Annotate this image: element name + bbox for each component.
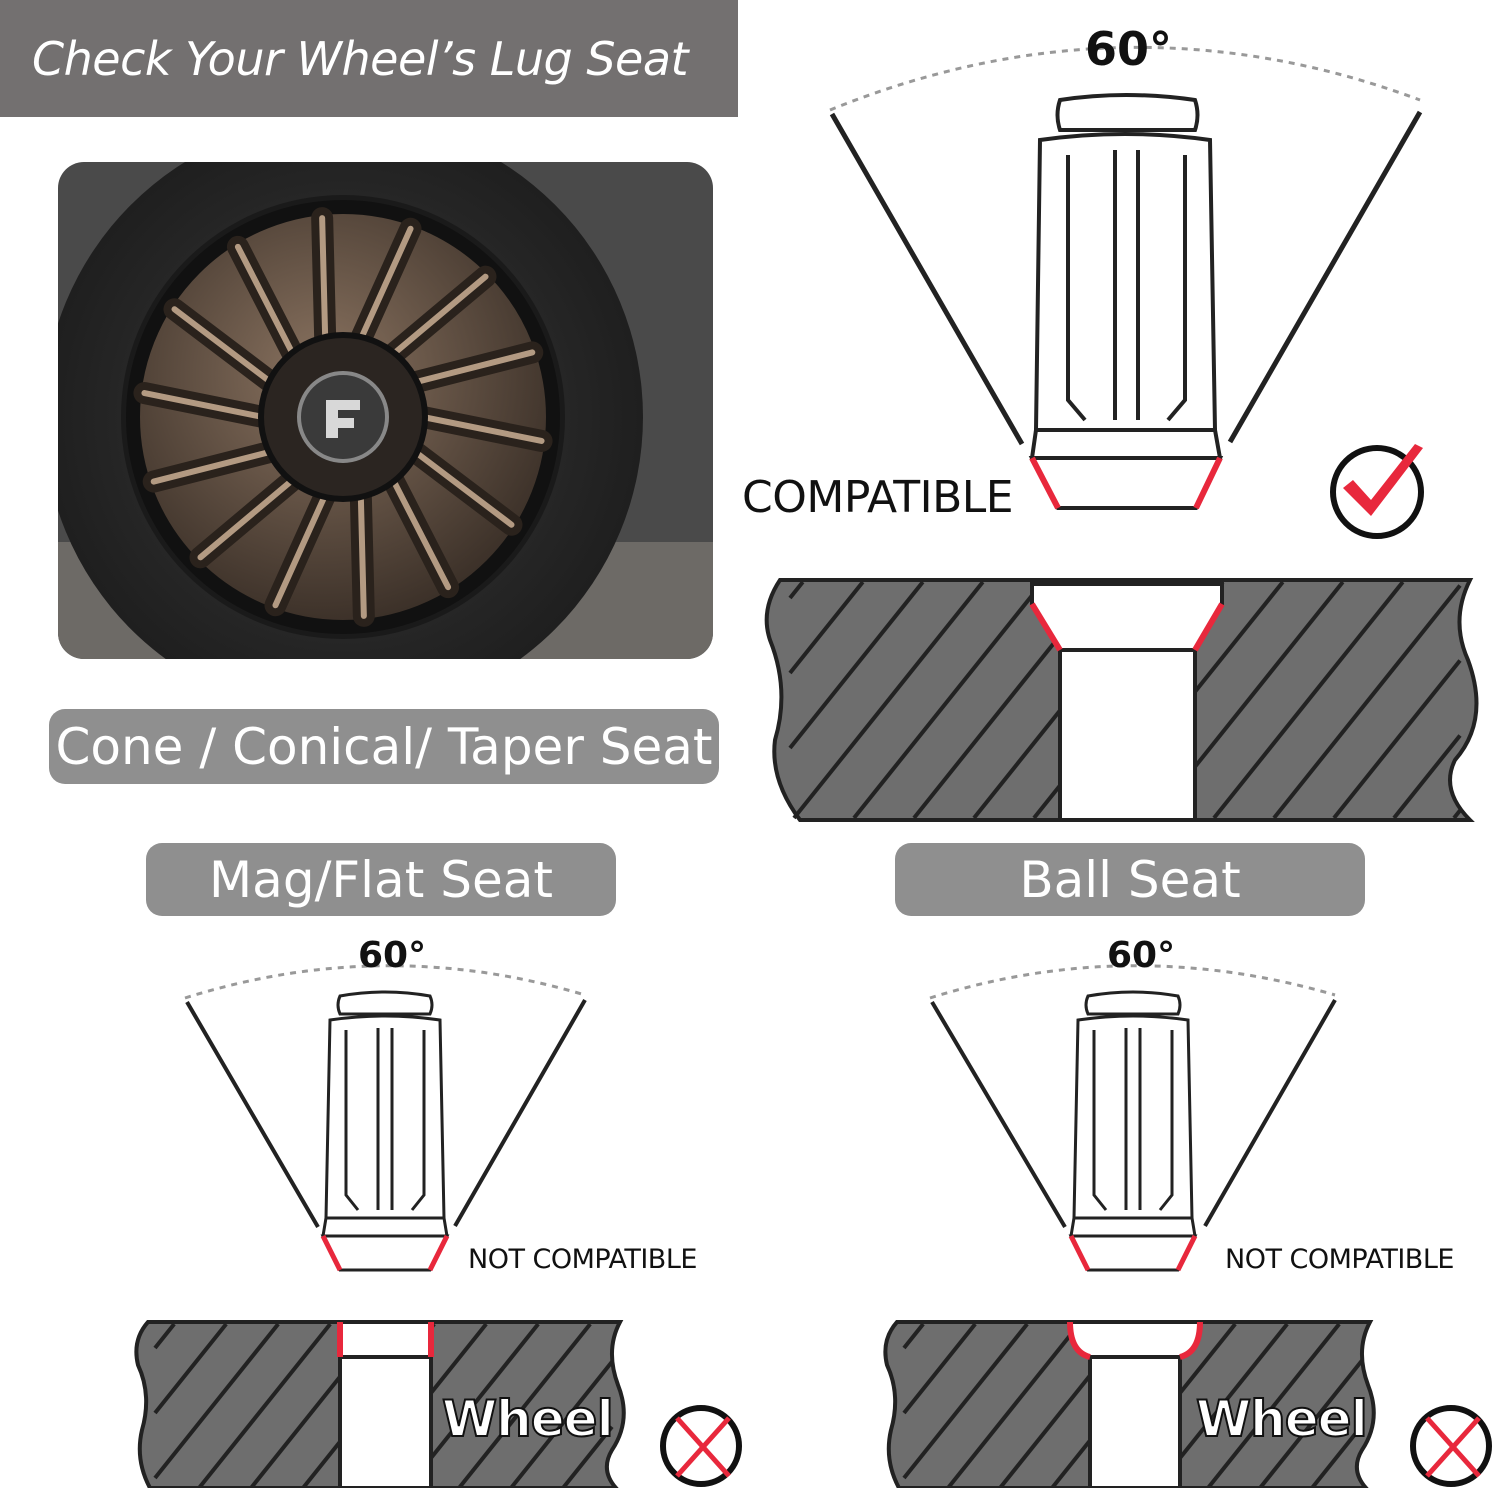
wheel-photo <box>58 162 713 659</box>
cross-icon <box>1410 1405 1492 1487</box>
ball-seat-label: Ball Seat <box>895 843 1365 916</box>
ball-angle-label: 60° <box>1107 935 1176 976</box>
cross-icon <box>660 1405 742 1487</box>
cone-seat-label: Cone / Conical/ Taper Seat <box>49 709 719 784</box>
ball-not-compatible-label: NOT COMPATIBLE <box>1225 1244 1454 1275</box>
check-icon <box>1330 444 1424 539</box>
mag-angle-label: 60° <box>358 935 427 976</box>
mag-not-compatible-label: NOT COMPATIBLE <box>468 1244 697 1275</box>
page-title: Check Your Wheel’s Lug Seat <box>0 0 738 117</box>
ball-wheel-label: Wheel <box>1195 1389 1369 1449</box>
mag-seat-label: Mag/Flat Seat <box>146 843 616 916</box>
cone-angle-label: 60° <box>1085 22 1173 76</box>
mag-wheel-label: Wheel <box>441 1389 615 1449</box>
compatible-label: COMPATIBLE <box>742 472 1014 523</box>
